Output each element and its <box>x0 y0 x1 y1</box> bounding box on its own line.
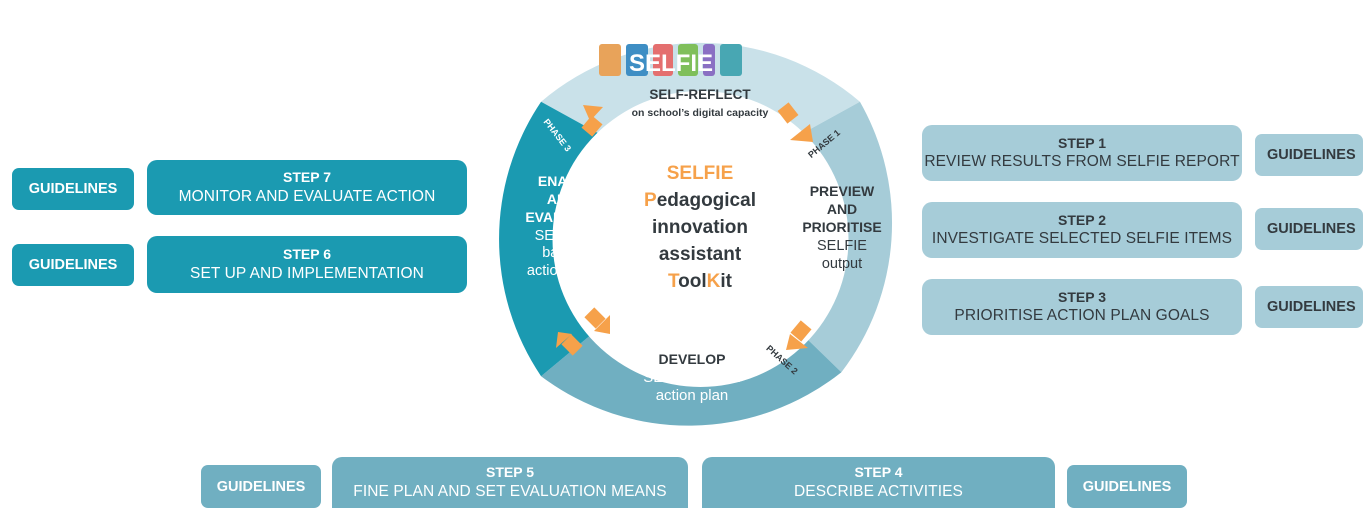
step-3-box[interactable]: STEP 3 PRIORITISE ACTION PLAN GOALS <box>922 279 1242 335</box>
enact-title-1: ENACT <box>538 173 587 189</box>
preview-title-3: PRIORITISE <box>802 219 881 235</box>
step-6-number: STEP 6 <box>283 246 331 263</box>
step-4-box[interactable]: STEP 4 DESCRIBE ACTIVITIES <box>702 457 1055 508</box>
selfie-logo-text: SELFIE <box>629 50 713 77</box>
selfie-logo: SELFIE <box>599 44 742 77</box>
centre-line-5-a: T <box>668 271 680 292</box>
centre-line-2-rest: edagogical <box>657 190 756 211</box>
guidelines-step5-button[interactable]: GUIDELINES <box>201 465 321 508</box>
step-1-box[interactable]: STEP 1 REVIEW RESULTS FROM SELFIE REPORT <box>922 125 1242 181</box>
step-1-number: STEP 1 <box>1058 134 1106 151</box>
guidelines-step1-button[interactable]: GUIDELINES <box>1255 134 1363 176</box>
step-7-description: MONITOR AND EVALUATE ACTION <box>178 187 436 205</box>
guidelines-step4-button[interactable]: GUIDELINES <box>1067 465 1187 508</box>
step-3-description: PRIORITISE ACTION PLAN GOALS <box>954 307 1210 325</box>
centre-line-toolkit: ToolKit <box>668 271 733 292</box>
guidelines-step6-button[interactable]: GUIDELINES <box>12 244 134 286</box>
step-5-description: FINE PLAN AND SET EVALUATION MEANS <box>353 482 667 500</box>
step-7-box[interactable]: STEP 7 MONITOR AND EVALUATE ACTION <box>147 160 467 215</box>
enact-title-2: AND <box>547 191 577 207</box>
guidelines-step3-button[interactable]: GUIDELINES <box>1255 286 1363 328</box>
guidelines-step7-button[interactable]: GUIDELINES <box>12 168 134 210</box>
arrow-phase1-icon <box>777 102 813 142</box>
step-4-number: STEP 4 <box>854 464 903 481</box>
step-2-description: INVESTIGATE SELECTED SELFIE ITEMS <box>931 230 1233 248</box>
step-6-description: SET UP AND IMPLEMENTATION <box>190 264 424 282</box>
preview-sub-1: SELFIE <box>817 238 867 254</box>
centre-title: SELFIE <box>667 163 734 184</box>
guidelines-step2-button[interactable]: GUIDELINES <box>1255 208 1363 250</box>
centre-line-5-b: ool <box>678 271 707 292</box>
arrow-develop-in-icon <box>584 307 610 334</box>
centre-line-2-initial: P <box>644 190 657 211</box>
centre-line-innovation: innovation <box>652 217 748 238</box>
enact-sub-2: based <box>542 245 582 261</box>
preview-title-1: PREVIEW <box>810 183 875 199</box>
arrow-phase2-icon <box>786 320 812 350</box>
step-4-description: DESCRIBE ACTIVITIES <box>794 482 963 500</box>
arrow-enact-out-icon <box>556 332 583 356</box>
enact-sub-3: action plan <box>527 263 597 279</box>
enact-sub-1: SELFIE- <box>535 228 590 244</box>
arrow-phase3-icon <box>581 105 603 137</box>
centre-line-5-c: K <box>707 271 721 292</box>
preview-sub-2: output <box>822 256 862 272</box>
develop-sub-2: action plan <box>656 387 729 404</box>
develop-sub-1: SELFIE-based <box>643 369 741 386</box>
self-reflect-subtitle: on school’s digital capacity <box>632 107 769 119</box>
preview-title-2: AND <box>827 201 857 217</box>
centre-disc <box>552 91 849 387</box>
step-5-box[interactable]: STEP 5 FINE PLAN AND SET EVALUATION MEAN… <box>332 457 688 508</box>
step-3-number: STEP 3 <box>1058 288 1106 305</box>
step-7-number: STEP 7 <box>283 169 331 186</box>
step-6-box[interactable]: STEP 6 SET UP AND IMPLEMENTATION <box>147 236 467 293</box>
step-2-number: STEP 2 <box>1058 211 1106 228</box>
enact-title-3: EVALUATE <box>525 209 598 225</box>
step-5-number: STEP 5 <box>486 464 534 481</box>
develop-title: DEVELOP <box>659 351 726 367</box>
centre-line-assistant: assistant <box>659 244 742 265</box>
centre-line-5-d: it <box>720 271 732 292</box>
centre-line-pedagogical: Pedagogical <box>644 190 756 211</box>
self-reflect-title: SELF-REFLECT <box>649 87 751 102</box>
step-1-description: REVIEW RESULTS FROM SELFIE REPORT <box>924 153 1240 171</box>
step-2-box[interactable]: STEP 2 INVESTIGATE SELECTED SELFIE ITEMS <box>922 202 1242 258</box>
